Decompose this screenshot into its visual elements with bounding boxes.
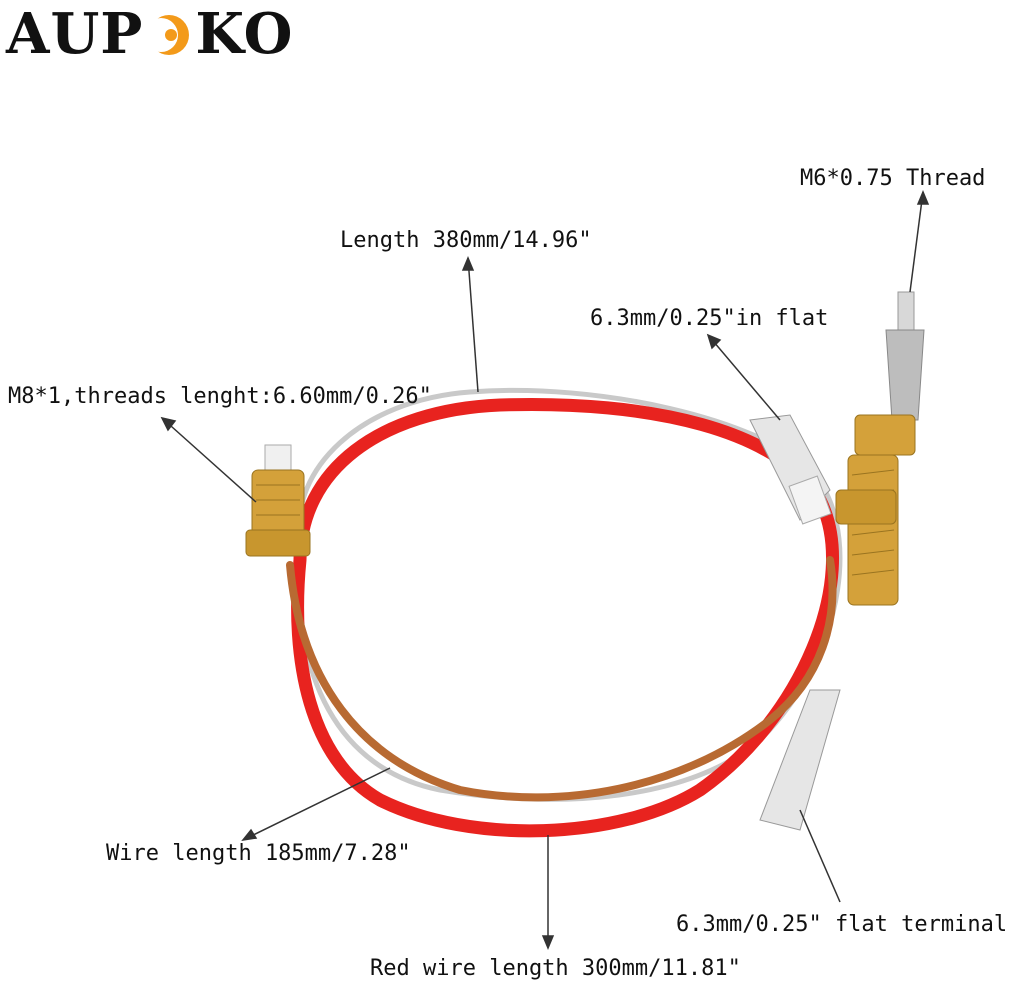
brand-logo: AUP KO bbox=[6, 6, 293, 62]
thread-m8-label: M8*1,threads lenght:6.60mm/0.26" bbox=[8, 384, 432, 409]
flat-top-label: 6.3mm/0.25"in flat bbox=[590, 306, 829, 331]
copper-wire bbox=[286, 556, 837, 802]
m8-brass-fitting bbox=[245, 444, 311, 557]
brand-logo-right: KO bbox=[195, 1, 294, 67]
red-wire-length-label: Red wire length 300mm/11.81" bbox=[370, 956, 741, 981]
flat-connector-bottom bbox=[759, 689, 841, 831]
length-label: Length 380mm/14.96" bbox=[340, 228, 592, 253]
thread-m6-label: M6*0.75 Thread bbox=[800, 166, 986, 191]
red-wire bbox=[291, 398, 839, 838]
wire-length-label: Wire length 185mm/7.28" bbox=[106, 841, 411, 866]
sun-moon-logo-icon bbox=[144, 6, 194, 62]
brand-logo-left: AUP bbox=[6, 1, 144, 67]
flat-terminal-label: 6.3mm/0.25" flat terminal bbox=[676, 912, 1008, 937]
m6-probe bbox=[835, 291, 925, 606]
flat-connector-top bbox=[749, 414, 832, 525]
